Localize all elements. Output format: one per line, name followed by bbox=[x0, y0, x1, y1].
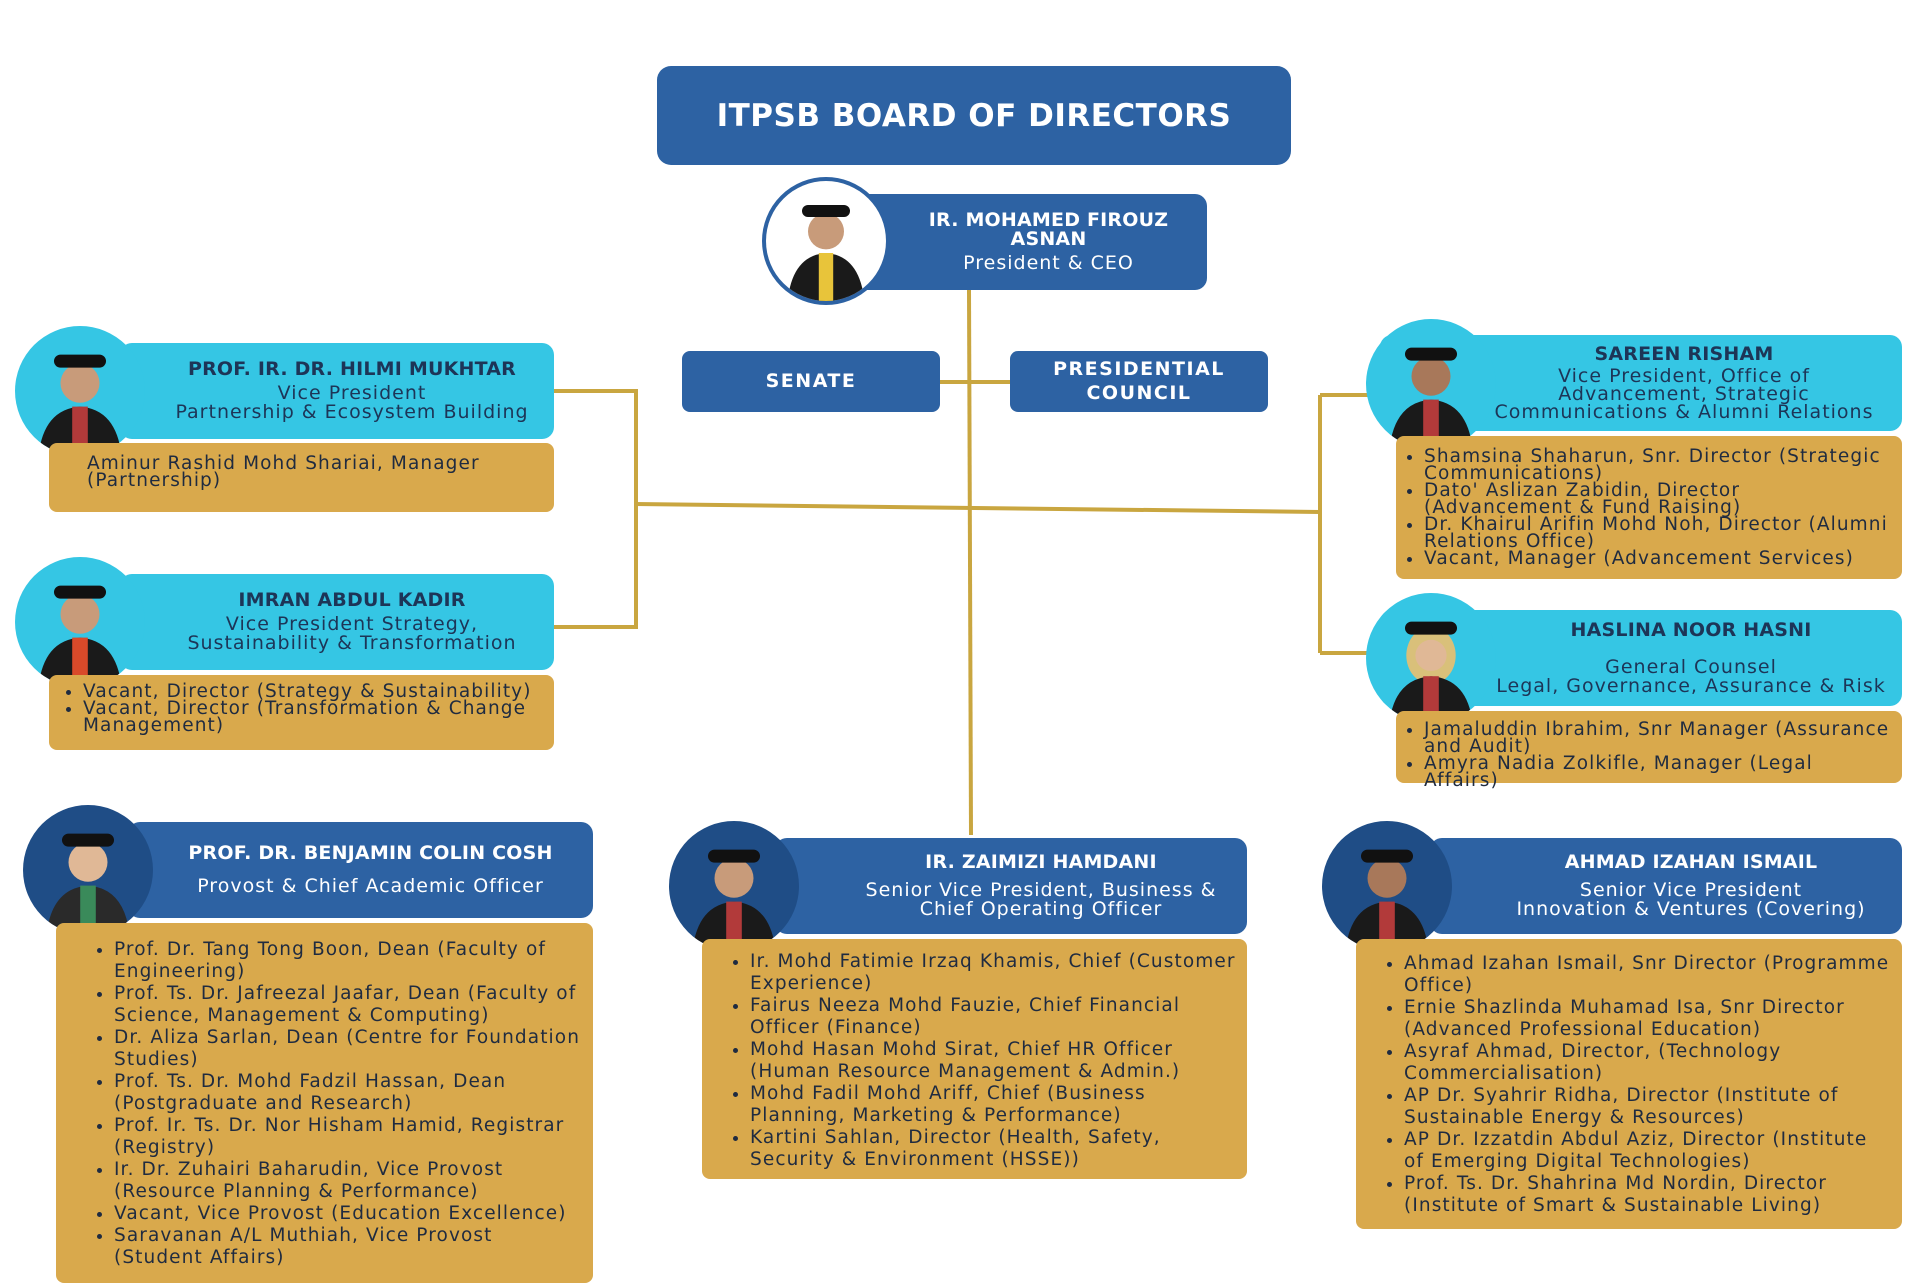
haslina-staff-box: Jamaluddin Ibrahim, Snr Manager (Assuran… bbox=[1396, 711, 1902, 790]
list-item: Prof. Ts. Dr. Shahrina Md Nordin, Direct… bbox=[1404, 1173, 1892, 1217]
hilmi-title-line2: Partnership & Ecosystem Building bbox=[175, 401, 529, 423]
list-item: Mohd Fadil Mohd Ariff, Chief (Business P… bbox=[750, 1083, 1237, 1127]
list-item: Saravanan A/L Muthiah, Vice Provost (Stu… bbox=[114, 1225, 583, 1269]
imran-avatar bbox=[15, 557, 145, 687]
ceo-header: IR. MOHAMED FIROUZ ASNAN President & CEO bbox=[850, 194, 1207, 290]
imran-title-line1: Vice President Strategy, bbox=[225, 613, 479, 635]
imran-staff-box: Vacant, Director (Strategy & Sustainabil… bbox=[49, 675, 554, 750]
list-item: Vacant, Director (Strategy & Sustainabil… bbox=[83, 682, 540, 701]
sareen-avatar bbox=[1366, 319, 1496, 449]
list-item: Vacant, Director (Transformation & Chang… bbox=[83, 699, 540, 735]
list-item: Prof. Dr. Tang Tong Boon, Dean (Faculty … bbox=[114, 939, 583, 983]
hilmi-staff-line2: (Partnership) bbox=[87, 470, 222, 491]
list-item: Amyra Nadia Zolkifle, Manager (Legal Aff… bbox=[1424, 754, 1892, 790]
list-item: Asyraf Ahmad, Director, (Technology Comm… bbox=[1404, 1041, 1892, 1085]
hilmi-header: PROF. IR. DR. HILMI MUKHTAR Vice Preside… bbox=[120, 343, 554, 439]
zaimizi-name: IR. ZAIMIZI HAMDANI bbox=[925, 851, 1157, 873]
list-item: Fairus Neeza Mohd Fauzie, Chief Financia… bbox=[750, 995, 1237, 1039]
list-item: Ir. Mohd Fatimie Irzaq Khamis, Chief (Cu… bbox=[750, 951, 1237, 995]
benjamin-avatar bbox=[23, 805, 153, 935]
list-item: Prof. Ts. Dr. Jafreezal Jaafar, Dean (Fa… bbox=[114, 983, 583, 1027]
zaimizi-avatar bbox=[669, 821, 799, 951]
benjamin-name: PROF. DR. BENJAMIN COLIN COSH bbox=[188, 842, 553, 864]
ahmad-title-line1: Senior Vice President bbox=[1579, 879, 1803, 901]
presidential-council-box: PRESIDENTIAL COUNCIL bbox=[1010, 351, 1268, 412]
list-item: Mohd Hasan Mohd Sirat, Chief HR Officer … bbox=[750, 1039, 1237, 1083]
ceo-title: President & CEO bbox=[963, 252, 1134, 274]
imran-name: IMRAN ABDUL KADIR bbox=[238, 589, 466, 611]
list-item: Vacant, Manager (Advancement Services) bbox=[1424, 549, 1892, 568]
senate-box: SENATE bbox=[682, 351, 940, 412]
benjamin-title: Provost & Chief Academic Officer bbox=[197, 875, 544, 897]
zaimizi-staff-list: Ir. Mohd Fatimie Irzaq Khamis, Chief (Cu… bbox=[730, 951, 1237, 1171]
benjamin-staff-list: Prof. Dr. Tang Tong Boon, Dean (Faculty … bbox=[94, 939, 583, 1269]
list-item: Jamaluddin Ibrahim, Snr Manager (Assuran… bbox=[1424, 720, 1892, 756]
benjamin-header: PROF. DR. BENJAMIN COLIN COSH Provost & … bbox=[128, 822, 593, 918]
imran-header: IMRAN ABDUL KADIR Vice President Strateg… bbox=[120, 574, 554, 670]
sareen-staff-list: Shamsina Shaharun, Snr. Director (Strate… bbox=[1404, 447, 1892, 568]
haslina-title-line1: General Counsel bbox=[1605, 655, 1777, 678]
list-item: Prof. Ir. Ts. Dr. Nor Hisham Hamid, Regi… bbox=[114, 1115, 583, 1159]
haslina-name: HASLINA NOOR HASNI bbox=[1570, 618, 1812, 641]
ahmad-staff-box: Ahmad Izahan Ismail, Snr Director (Progr… bbox=[1356, 939, 1902, 1229]
ahmad-staff-list: Ahmad Izahan Ismail, Snr Director (Progr… bbox=[1384, 953, 1892, 1217]
list-item: Dr. Aliza Sarlan, Dean (Centre for Found… bbox=[114, 1027, 583, 1071]
list-item: Prof. Ts. Dr. Mohd Fadzil Hassan, Dean (… bbox=[114, 1071, 583, 1115]
list-item: Dr. Khairul Arifin Mohd Noh, Director (A… bbox=[1424, 515, 1892, 551]
list-item: AP Dr. Syahrir Ridha, Director (Institut… bbox=[1404, 1085, 1892, 1129]
council-label-line2: COUNCIL bbox=[1086, 381, 1192, 404]
haslina-staff-list: Jamaluddin Ibrahim, Snr Manager (Assuran… bbox=[1404, 720, 1892, 790]
ahmad-header: AHMAD IZAHAN ISMAIL Senior Vice Presiden… bbox=[1430, 838, 1902, 934]
sareen-title: Vice President, Office of Advancement, S… bbox=[1494, 365, 1874, 423]
hilmi-name: PROF. IR. DR. HILMI MUKHTAR bbox=[187, 358, 517, 380]
hilmi-title-line1: Vice President bbox=[277, 382, 427, 404]
zaimizi-header: IR. ZAIMIZI HAMDANI Senior Vice Presiden… bbox=[775, 838, 1247, 934]
list-item: Dato' Aslizan Zabidin, Director (Advance… bbox=[1424, 481, 1892, 517]
list-item: Ir. Dr. Zuhairi Baharudin, Vice Provost … bbox=[114, 1159, 583, 1203]
hilmi-avatar bbox=[15, 326, 145, 456]
benjamin-staff-box: Prof. Dr. Tang Tong Boon, Dean (Faculty … bbox=[56, 923, 593, 1283]
sareen-name: SAREEN RISHAM bbox=[1594, 343, 1774, 365]
zaimizi-title-line1: Senior Vice President, Business & bbox=[865, 879, 1217, 901]
ahmad-name: AHMAD IZAHAN ISMAIL bbox=[1564, 851, 1818, 873]
list-item: Kartini Sahlan, Director (Health, Safety… bbox=[750, 1127, 1237, 1171]
list-item: Ahmad Izahan Ismail, Snr Director (Progr… bbox=[1404, 953, 1892, 997]
imran-staff-list: Vacant, Director (Strategy & Sustainabil… bbox=[63, 682, 540, 735]
list-item: Ernie Shazlinda Muhamad Isa, Snr Directo… bbox=[1404, 997, 1892, 1041]
haslina-avatar bbox=[1366, 593, 1496, 723]
zaimizi-staff-box: Ir. Mohd Fatimie Irzaq Khamis, Chief (Cu… bbox=[702, 939, 1247, 1179]
list-item: Shamsina Shaharun, Snr. Director (Strate… bbox=[1424, 447, 1892, 483]
ahmad-avatar bbox=[1322, 821, 1452, 951]
haslina-title-line2: Legal, Governance, Assurance & Risk bbox=[1496, 674, 1886, 697]
council-label-line1: PRESIDENTIAL bbox=[1053, 357, 1225, 380]
board-of-directors-title: ITPSB BOARD OF DIRECTORS bbox=[657, 66, 1291, 165]
ceo-name: IR. MOHAMED FIROUZ ASNAN bbox=[928, 209, 1169, 250]
ahmad-title-line2: Innovation & Ventures (Covering) bbox=[1516, 898, 1866, 920]
list-item: Vacant, Vice Provost (Education Excellen… bbox=[114, 1203, 583, 1225]
hilmi-staff-line1: Aminur Rashid Mohd Shariai, Manager bbox=[87, 453, 480, 474]
ceo-avatar bbox=[762, 177, 890, 305]
sareen-staff-box: Shamsina Shaharun, Snr. Director (Strate… bbox=[1396, 436, 1902, 579]
imran-title-line2: Sustainability & Transformation bbox=[187, 632, 517, 654]
zaimizi-title-line2: Chief Operating Officer bbox=[919, 898, 1163, 920]
list-item: AP Dr. Izzatdin Abdul Aziz, Director (In… bbox=[1404, 1129, 1892, 1173]
hilmi-staff-box: Aminur Rashid Mohd Shariai, Manager (Par… bbox=[49, 443, 554, 512]
